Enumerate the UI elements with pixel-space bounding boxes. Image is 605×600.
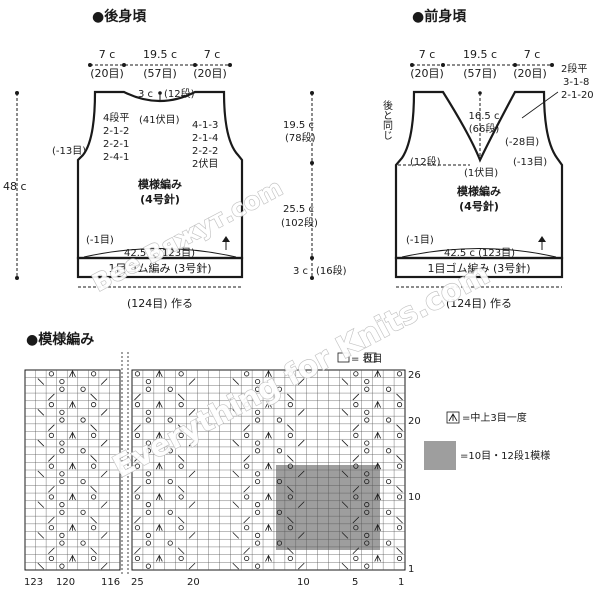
chart-repeat-box [276, 465, 380, 550]
chart-title: ●模様編み [26, 331, 94, 348]
back-top-count-1: (20目) [90, 67, 124, 80]
mid-h2: 25.5 c [283, 204, 314, 215]
chart-x-1: 1 [398, 577, 404, 588]
back-top-count-3: (20目) [193, 67, 227, 80]
back-right-dec-4: 2伏目 [192, 157, 218, 170]
front-top-count-2: (57目) [463, 67, 497, 80]
back-hem-inc: (-1目) [86, 235, 114, 246]
back-right-dec-1: 4-1-3 [192, 120, 218, 131]
chart-x-123: 123 [24, 577, 43, 588]
back-neck-depth: 3 c [138, 89, 153, 100]
front-outline [394, 90, 564, 260]
chart-y-26: 26 [408, 370, 421, 381]
front-center-bind: (1伏目) [464, 166, 498, 179]
back-cast-on: (124目) 作る [127, 297, 193, 310]
chart-x-25: 25 [131, 577, 144, 588]
back-side-inc: (-13目) [52, 146, 86, 157]
back-right-dec-2: 2-1-4 [192, 133, 218, 144]
back-right-dec-3: 2-2-2 [192, 146, 218, 157]
front-v-depth: 16.5 c [469, 111, 500, 122]
back-outline [76, 90, 244, 260]
front-top-width-2: 19.5 c [463, 48, 497, 61]
front-bottom-width: 42.5 c (123目) [444, 248, 515, 259]
mid-r2: (102段) [281, 216, 318, 229]
mid-r1: (78段) [285, 131, 316, 144]
back-top-width-3: 7 c [204, 48, 221, 61]
front-title: ●前身頃 [412, 8, 467, 25]
mid-r3: (16段) [316, 264, 347, 277]
chart-x-120: 120 [56, 577, 75, 588]
legend-decrease-text: =中上3目一度 [462, 411, 527, 424]
front-v-dec-3: 2-1-20 [561, 90, 594, 101]
front-rib: 1目ゴム編み (3号針) [427, 261, 530, 275]
chart-x-116: 116 [101, 577, 120, 588]
legend-repeat-text: =10目・12段1模様 [460, 449, 550, 462]
back-left-dec-1: 4段平 [103, 111, 129, 124]
back-rib-band [76, 256, 244, 279]
front-cast-on: (124目) 作る [446, 297, 512, 310]
front-top-width-1: 7 c [419, 48, 436, 61]
front-side-inc: (-13目) [513, 157, 547, 168]
back-left-dec-2: 2-1-2 [103, 126, 129, 137]
legend-decrease: =中上3目一度 [446, 411, 527, 424]
front-pattern: 模様編み [457, 184, 501, 198]
back-rib: 1目ゴム編み (3号針) [108, 261, 211, 275]
front-top-width-3: 7 c [524, 48, 541, 61]
back-needle: (4号針) [140, 192, 180, 206]
chart-grid-left [24, 369, 121, 571]
chart-x-20: 20 [187, 577, 200, 588]
chart-legend-knit: = 表目 [337, 352, 383, 365]
front-v-dec-1: 2段平 [561, 62, 587, 75]
back-top-count-2: (57目) [143, 67, 177, 80]
back-neck-rows: (12段) [164, 87, 195, 100]
chart-legend-knit-text: = 表目 [351, 352, 383, 365]
back-pattern: 模様編み [138, 177, 182, 191]
watermark-1: Bee Вяжут.com [88, 173, 288, 297]
legend-repeat: =10目・12段1模様 [424, 441, 550, 470]
back-neck-bind: (41伏目) [139, 113, 180, 126]
mid-h1: 19.5 c [283, 120, 314, 131]
back-bottom-width: 42.5 c (123目) [124, 248, 195, 259]
front-top-count-3: (20目) [513, 67, 547, 80]
chart-x-10: 10 [297, 577, 310, 588]
front-v-dec-2: 3-1-8 [563, 77, 589, 88]
front-left-rows: (12段) [410, 155, 441, 168]
front-top-count-1: (20目) [410, 67, 444, 80]
back-top-width-1: 7 c [99, 48, 116, 61]
mid-h3: 3 c [293, 266, 308, 277]
front-side-note: 後と同じ [381, 99, 393, 140]
chart-x-5: 5 [352, 577, 358, 588]
front-needle: (4号針) [459, 199, 499, 213]
back-left-dec-4: 2-4-1 [103, 152, 129, 163]
back-total-height: 48 c [3, 180, 27, 193]
front-hem-inc: (-1目) [406, 235, 434, 246]
chart-y-10: 10 [408, 492, 421, 503]
front-v-side: (-28目) [505, 137, 539, 148]
chart-y-1: 1 [408, 564, 414, 575]
front-rib-band [394, 256, 564, 279]
back-title: ●後身頃 [92, 8, 147, 25]
front-v-rows: (66段) [469, 122, 500, 135]
back-top-width-2: 19.5 c [143, 48, 177, 61]
back-left-dec-3: 2-2-1 [103, 139, 129, 150]
chart-y-20: 20 [408, 416, 421, 427]
